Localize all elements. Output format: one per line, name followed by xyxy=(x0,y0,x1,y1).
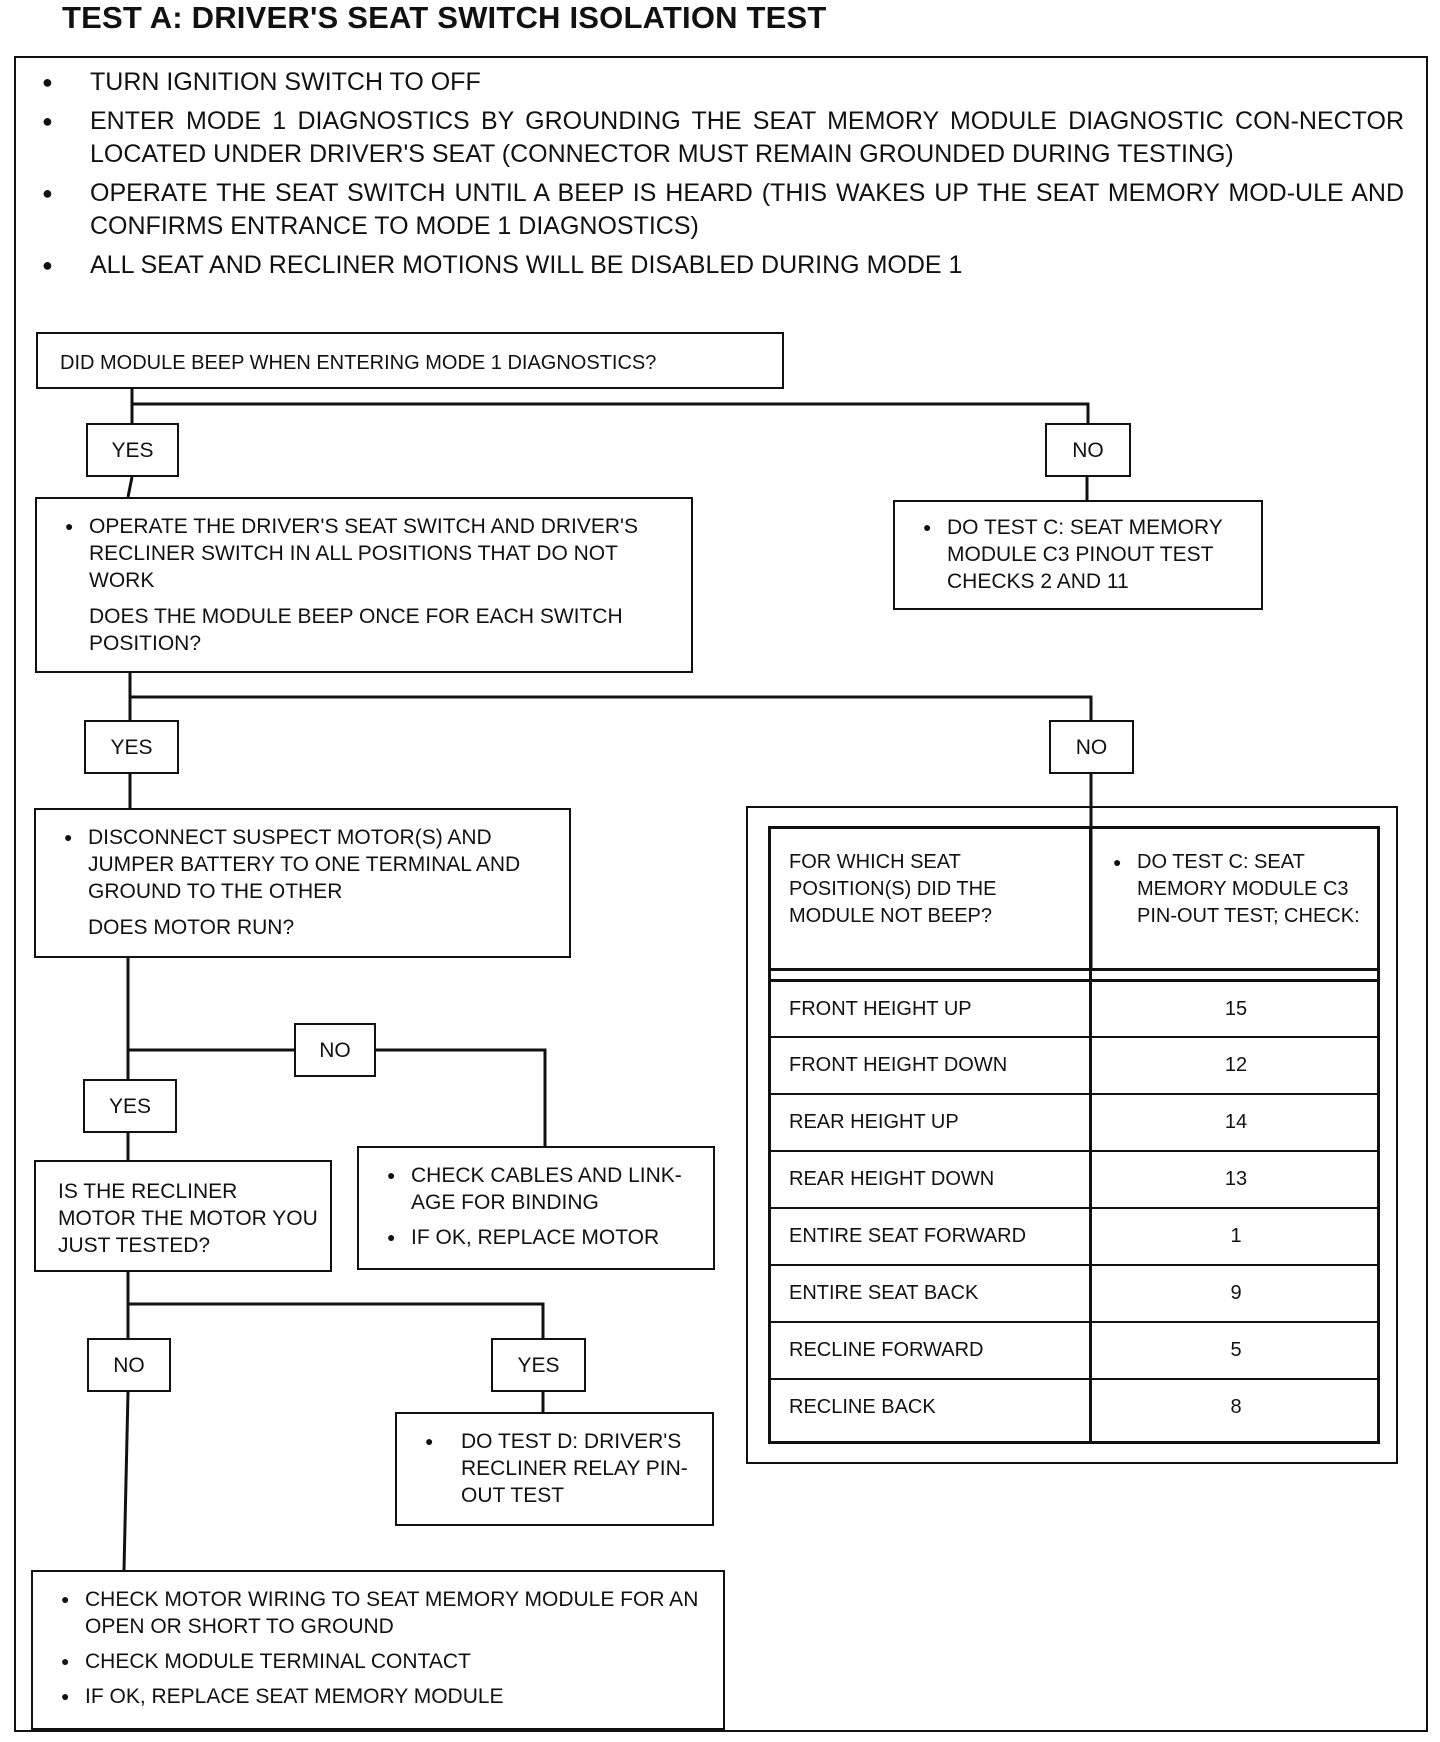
row-position: REAR HEIGHT DOWN xyxy=(789,1168,995,1190)
intro-step: TURN IGNITION SWITCH TO OFF xyxy=(34,66,1404,99)
row-position: RECLINE BACK xyxy=(789,1396,936,1418)
table-row: RECLINE FORWARD 5 xyxy=(771,1321,1377,1378)
q4-no-label: NO xyxy=(87,1338,171,1392)
row-position: REAR HEIGHT UP xyxy=(789,1111,959,1133)
table-row: RECLINE BACK 8 xyxy=(771,1378,1377,1435)
row-position: ENTIRE SEAT FORWARD xyxy=(789,1225,1027,1247)
question-recliner-motor: IS THE RECLINER MOTOR THE MOTOR YOU JUST… xyxy=(34,1160,332,1272)
pinout-table: FOR WHICH SEAT POSITION(S) DID THE MODUL… xyxy=(768,826,1380,1444)
intro-steps: TURN IGNITION SWITCH TO OFF ENTER MODE 1… xyxy=(34,66,1404,288)
question-module-beep-entering: DID MODULE BEEP WHEN ENTERING MODE 1 DIA… xyxy=(36,332,784,389)
page-title: TEST A: DRIVER'S SEAT SWITCH ISOLATION T… xyxy=(62,0,827,35)
question-text: IS THE RECLINER MOTOR THE MOTOR YOU JUST… xyxy=(58,1180,318,1257)
table-row: ENTIRE SEAT FORWARD 1 xyxy=(771,1207,1377,1264)
question-text: DID MODULE BEEP WHEN ENTERING MODE 1 DIA… xyxy=(60,352,657,374)
action-text: CHECK CABLES AND LINK-AGE FOR BINDING xyxy=(385,1162,701,1216)
action-text: OPERATE THE DRIVER'S SEAT SWITCH AND DRI… xyxy=(63,513,679,594)
table-row: ENTIRE SEAT BACK 9 xyxy=(771,1264,1377,1321)
row-check: 1 xyxy=(1230,1225,1242,1247)
action-text: DO TEST C: SEAT MEMORY MODULE C3 PINOUT … xyxy=(921,514,1249,595)
pinout-table-frame xyxy=(746,806,1398,1464)
table-row: FRONT HEIGHT UP 15 xyxy=(771,979,1377,1036)
q2-yes-label: YES xyxy=(84,720,179,774)
row-position: FRONT HEIGHT DOWN xyxy=(789,1054,1008,1076)
action-text: CHECK MOTOR WIRING TO SEAT MEMORY MODULE… xyxy=(59,1586,711,1640)
row-check: 5 xyxy=(1230,1339,1242,1361)
row-check: 8 xyxy=(1230,1396,1242,1418)
q3-no-label: NO xyxy=(294,1023,376,1077)
table-header-position: FOR WHICH SEAT POSITION(S) DID THE MODUL… xyxy=(789,851,997,927)
table-row: REAR HEIGHT DOWN 13 xyxy=(771,1150,1377,1207)
action-check-cables: CHECK CABLES AND LINK-AGE FOR BINDING IF… xyxy=(357,1146,715,1270)
diagram-frame xyxy=(14,56,1428,1732)
table-column-divider xyxy=(1089,829,1092,1441)
table-row: FRONT HEIGHT DOWN 12 xyxy=(771,1036,1377,1093)
row-position: RECLINE FORWARD xyxy=(789,1339,984,1361)
action-text: IF OK, REPLACE SEAT MEMORY MODULE xyxy=(59,1683,711,1710)
q2-no-label: NO xyxy=(1049,720,1134,774)
action-check-motor-wiring: CHECK MOTOR WIRING TO SEAT MEMORY MODULE… xyxy=(31,1570,725,1730)
intro-step: OPERATE THE SEAT SWITCH UNTIL A BEEP IS … xyxy=(34,177,1404,243)
action-text: IF OK, REPLACE MOTOR xyxy=(385,1224,701,1251)
table-header-check: DO TEST C: SEAT MEMORY MODULE C3 PIN-OUT… xyxy=(1111,849,1387,930)
intro-step: ALL SEAT AND RECLINER MOTIONS WILL BE DI… xyxy=(34,249,1404,282)
action-text: CHECK MODULE TERMINAL CONTACT xyxy=(59,1648,711,1675)
row-check: 13 xyxy=(1224,1168,1248,1190)
q3-yes-label: YES xyxy=(83,1079,177,1133)
row-position: FRONT HEIGHT UP xyxy=(789,998,972,1020)
q1-yes-label: YES xyxy=(86,423,179,477)
row-check: 14 xyxy=(1224,1111,1248,1133)
action-text: DO TEST D: DRIVER'S RECLINER RELAY PIN-O… xyxy=(423,1428,700,1509)
question-text: DOES THE MODULE BEEP ONCE FOR EACH SWITC… xyxy=(89,605,623,655)
question-does-motor-run: DISCONNECT SUSPECT MOTOR(S) AND JUMPER B… xyxy=(34,808,571,958)
row-check: 12 xyxy=(1224,1054,1248,1076)
row-check: 9 xyxy=(1230,1282,1242,1304)
action-test-d: DO TEST D: DRIVER'S RECLINER RELAY PIN-O… xyxy=(395,1412,714,1526)
q1-no-label: NO xyxy=(1045,423,1131,477)
question-text: DOES MOTOR RUN? xyxy=(88,916,295,939)
question-module-beep-each-position: OPERATE THE DRIVER'S SEAT SWITCH AND DRI… xyxy=(35,497,693,673)
table-row: REAR HEIGHT UP 14 xyxy=(771,1093,1377,1150)
row-position: ENTIRE SEAT BACK xyxy=(789,1282,979,1304)
q4-yes-label: YES xyxy=(491,1338,586,1392)
row-check: 15 xyxy=(1224,998,1248,1020)
action-text: DISCONNECT SUSPECT MOTOR(S) AND JUMPER B… xyxy=(62,824,557,905)
table-header: FOR WHICH SEAT POSITION(S) DID THE MODUL… xyxy=(771,829,1377,971)
intro-step: ENTER MODE 1 DIAGNOSTICS BY GROUNDING TH… xyxy=(34,105,1404,171)
action-test-c-checks-2-11: DO TEST C: SEAT MEMORY MODULE C3 PINOUT … xyxy=(893,500,1263,610)
